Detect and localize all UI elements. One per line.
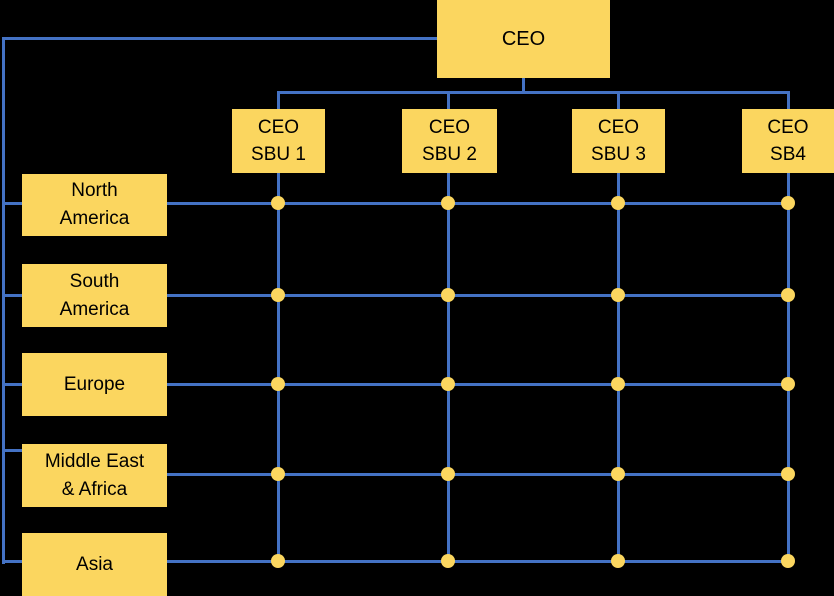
sbu-2-line1: CEO [428, 117, 471, 138]
region-box-middle-east-africa: Middle East & Africa [22, 444, 167, 507]
region-3-line1: Europe [63, 373, 126, 395]
connector-column-line-4 [787, 172, 790, 563]
matrix-intersection-dot [271, 196, 285, 210]
matrix-intersection-dot [611, 467, 625, 481]
connector-distribution [277, 91, 790, 94]
region-1-line2: America [59, 208, 130, 229]
region-4-line1: Middle East [44, 450, 145, 472]
matrix-intersection-dot [611, 554, 625, 568]
matrix-intersection-dot [611, 196, 625, 210]
matrix-intersection-dot [611, 288, 625, 302]
region-2-line1: South [69, 270, 120, 292]
connector-dist-stub-1 [277, 91, 280, 110]
matrix-intersection-dot [441, 467, 455, 481]
matrix-intersection-dot [441, 377, 455, 391]
connector-column-line-1 [277, 172, 280, 563]
connector-dist-stub-4 [787, 91, 790, 110]
matrix-intersection-dot [781, 288, 795, 302]
sbu-box-1: CEO SBU 1 [232, 109, 325, 173]
matrix-intersection-dot [781, 377, 795, 391]
sbu-3-line1: CEO [597, 117, 640, 138]
sbu-4-line1: CEO [767, 117, 809, 138]
connector-row-line-2 [150, 294, 790, 297]
matrix-intersection-dot [781, 554, 795, 568]
matrix-intersection-dot [441, 288, 455, 302]
matrix-intersection-dot [611, 377, 625, 391]
ceo-box: CEO [437, 0, 610, 78]
connector-column-line-3 [617, 172, 620, 563]
sbu-4-line2: SB4 [770, 144, 806, 165]
sbu-3-line2: SBU 3 [591, 144, 646, 165]
region-5-line1: Asia [76, 553, 113, 575]
connector-ceo-to-spine [2, 37, 437, 40]
region-4-line2: & Africa [61, 478, 128, 500]
sbu-1-line1: CEO [257, 117, 300, 138]
matrix-intersection-dot [271, 377, 285, 391]
region-2-line2: America [59, 298, 130, 320]
region-box-south-america: South America [22, 264, 167, 327]
region-box-north-america: North America [22, 174, 167, 236]
region-1-line1: North [71, 180, 118, 201]
connector-row-line-5 [150, 560, 790, 563]
matrix-intersection-dot [441, 196, 455, 210]
region-box-europe: Europe [22, 353, 167, 416]
connector-row-line-3 [150, 383, 790, 386]
matrix-intersection-dot [271, 467, 285, 481]
sbu-1-line2: SBU 1 [251, 144, 306, 165]
sbu-box-4: CEO SB4 [742, 109, 834, 173]
connector-ceo-stub [522, 77, 525, 93]
matrix-intersection-dot [781, 196, 795, 210]
connector-row-line-4 [150, 473, 790, 476]
ceo-label: CEO [501, 27, 546, 50]
sbu-2-line2: SBU 2 [422, 144, 477, 165]
connector-dist-stub-2 [447, 91, 450, 110]
sbu-box-2: CEO SBU 2 [402, 109, 497, 173]
region-box-asia: Asia [22, 533, 167, 596]
connector-column-line-2 [447, 172, 450, 563]
matrix-intersection-dot [271, 288, 285, 302]
matrix-intersection-dot [271, 554, 285, 568]
connector-row-line-1 [150, 202, 790, 205]
connector-dist-stub-3 [617, 91, 620, 110]
matrix-intersection-dot [781, 467, 795, 481]
matrix-intersection-dot [441, 554, 455, 568]
connector-left-spine [2, 37, 5, 564]
sbu-box-3: CEO SBU 3 [572, 109, 665, 173]
